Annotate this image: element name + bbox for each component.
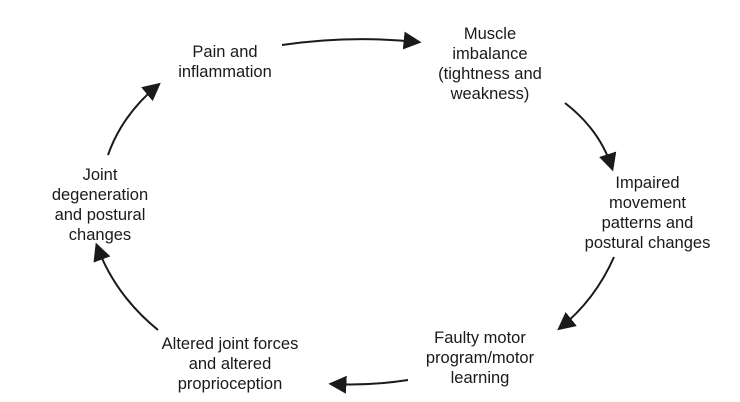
node-pain-and-inflammation: Pain and inflammation <box>178 43 272 81</box>
node-muscle-imbalance: Muscle imbalance (tightness and weakness… <box>438 25 542 103</box>
node-altered-joint-forces: Altered joint forces and altered proprio… <box>161 335 299 393</box>
arrow-pain-to-muscle <box>281 31 422 50</box>
arrow-impaired-to-faulty <box>557 256 615 331</box>
node-impaired-movement-patterns: Impaired movement patterns and postural … <box>584 174 711 252</box>
arrow-muscle-to-impaired <box>564 102 617 172</box>
node-joint-degeneration: Joint degeneration and postural changes <box>51 166 149 244</box>
node-faulty-motor-program: Faulty motor program/motor learning <box>425 329 535 387</box>
arrow-altered-to-joint <box>93 242 159 331</box>
arrow-faulty-to-altered <box>328 375 409 394</box>
arrow-joint-to-pain <box>107 82 161 156</box>
